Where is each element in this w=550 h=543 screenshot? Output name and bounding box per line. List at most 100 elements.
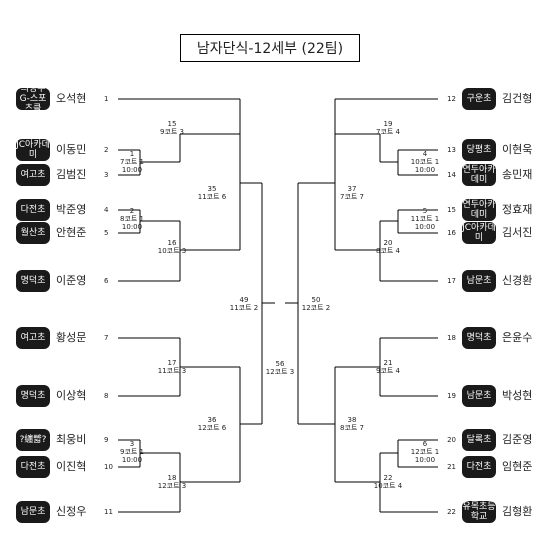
match-time: 10:00 [414, 223, 436, 231]
team-4: 다전초 박준영 4 [16, 198, 176, 222]
match-court: 8코트 4 [375, 247, 400, 255]
match-number: 50 [311, 296, 321, 304]
player-name: 김준영 [502, 433, 533, 446]
match-label-3: 3 9코트 1 10:00 [112, 440, 152, 464]
team-2: JC아카데미 이동민 2 [16, 138, 176, 162]
player-name: 임현준 [502, 460, 533, 473]
match-label-37: 37 7코트 7 [330, 185, 374, 201]
match-court: 12코트 6 [197, 424, 227, 432]
match-label-6: 6 12코트 1 10:00 [400, 440, 450, 464]
team-18: 명덕초 은윤수 18 [447, 326, 550, 350]
seed-number: 21 [447, 463, 456, 471]
team-16: JC아카데미 김서진 16 [447, 221, 550, 245]
team-7: 여고초 황성문 7 [16, 326, 176, 350]
match-court: 11코트 6 [197, 193, 227, 201]
team-3: 여고초 김범진 3 [16, 163, 176, 187]
seed-number: 3 [104, 171, 109, 179]
match-court: 12코트 2 [301, 304, 331, 312]
player-name: 이현욱 [502, 143, 533, 156]
team-20: 달록초 김준영 20 [447, 428, 550, 452]
match-label-21: 21 9코트 4 [366, 359, 410, 375]
match-label-22: 22 10코트 4 [362, 474, 414, 490]
club-badge: 남문초 [462, 385, 496, 407]
match-label-1: 1 7코트 1 10:00 [112, 150, 152, 174]
match-label-19: 19 7코트 4 [366, 120, 410, 136]
match-number: 3 [129, 440, 135, 448]
team-13: 당평초 이현욱 13 [447, 138, 550, 162]
seed-number: 14 [447, 171, 456, 179]
match-label-35: 35 11코트 6 [188, 185, 236, 201]
team-6: 명덕초 이준영 6 [16, 269, 176, 293]
match-label-20: 20 8코트 4 [366, 239, 410, 255]
club-badge: 남문초 [462, 270, 496, 292]
match-label-56: 56 12코트 3 [258, 360, 302, 376]
match-label-4: 4 10코트 1 10:00 [400, 150, 450, 174]
club-badge: 당평초 [462, 139, 496, 161]
match-number: 35 [207, 185, 217, 193]
team-12: 구운초 김건형 12 [447, 87, 550, 111]
club-badge: 명덕초 [462, 327, 496, 349]
club-badge: 남문초 [16, 501, 50, 523]
team-15: 연두아카데미 정효재 15 [447, 198, 550, 222]
team-14: 연두아카데미 송민재 14 [447, 163, 550, 187]
match-number: 19 [383, 120, 393, 128]
seed-number: 6 [104, 277, 109, 285]
match-time: 10:00 [414, 456, 436, 464]
club-badge: 다전초 [462, 456, 496, 478]
match-court: 9코트 4 [375, 367, 400, 375]
seed-number: 11 [104, 508, 113, 516]
match-number: 2 [129, 207, 135, 215]
player-name: 은윤수 [502, 331, 533, 344]
match-label-15: 15 9코트 3 [150, 120, 194, 136]
club-badge: JC아카데미 [462, 222, 496, 244]
player-name: 김서진 [502, 226, 533, 239]
match-label-2: 2 8코트 1 10:00 [112, 207, 152, 231]
player-name: 김범진 [56, 168, 87, 181]
match-label-18: 18 12코트 3 [148, 474, 196, 490]
match-number: 21 [383, 359, 393, 367]
seed-number: 20 [447, 436, 456, 444]
match-number: 37 [347, 185, 357, 193]
team-22: 유목초등학교 김형환 22 [447, 500, 550, 524]
seed-number: 10 [104, 463, 113, 471]
match-number: 15 [167, 120, 177, 128]
player-name: 박준영 [56, 203, 87, 216]
player-name: 김건형 [502, 92, 533, 105]
player-name: 이상혁 [56, 389, 87, 402]
seed-number: 2 [104, 146, 109, 154]
match-time: 10:00 [121, 456, 143, 464]
match-number: 49 [239, 296, 249, 304]
club-badge: JC아카데미 [16, 139, 50, 161]
seed-number: 16 [447, 229, 456, 237]
player-name: 신정우 [56, 505, 87, 518]
match-number: 20 [383, 239, 393, 247]
club-badge: ?纏뺣? [16, 429, 50, 451]
match-court: 11코트 1 [410, 215, 440, 223]
team-8: 명덕초 이상혁 8 [16, 384, 176, 408]
match-number: 22 [383, 474, 393, 482]
team-11: 남문초 신정우 11 [16, 500, 176, 524]
player-name: 황성문 [56, 331, 87, 344]
match-label-36: 36 12코트 6 [188, 416, 236, 432]
club-badge: 연두아카데미 [462, 164, 496, 186]
team-5: 월산초 안현준 5 [16, 221, 176, 245]
player-name: 이준영 [56, 274, 87, 287]
club-badge: 여고초 [16, 327, 50, 349]
match-label-49: 49 11코트 2 [222, 296, 266, 312]
seed-number: 1 [104, 95, 109, 103]
match-time: 10:00 [414, 166, 436, 174]
match-court: 8코트 7 [339, 424, 364, 432]
club-badge: 다전초 [16, 199, 50, 221]
match-court: 12코트 3 [157, 482, 187, 490]
team-21: 다전초 임현준 21 [447, 455, 550, 479]
match-number: 4 [422, 150, 428, 158]
club-badge: 연두아카데미 [462, 199, 496, 221]
team-17: 남문초 신경환 17 [447, 269, 550, 293]
player-name: 박성현 [502, 389, 533, 402]
player-name: 이동민 [56, 143, 87, 156]
club-badge: 구운초 [462, 88, 496, 110]
team-10: 다전초 이진혁 10 [16, 455, 176, 479]
match-number: 1 [129, 150, 135, 158]
match-court: 7코트 7 [339, 193, 364, 201]
seed-number: 4 [104, 206, 109, 214]
